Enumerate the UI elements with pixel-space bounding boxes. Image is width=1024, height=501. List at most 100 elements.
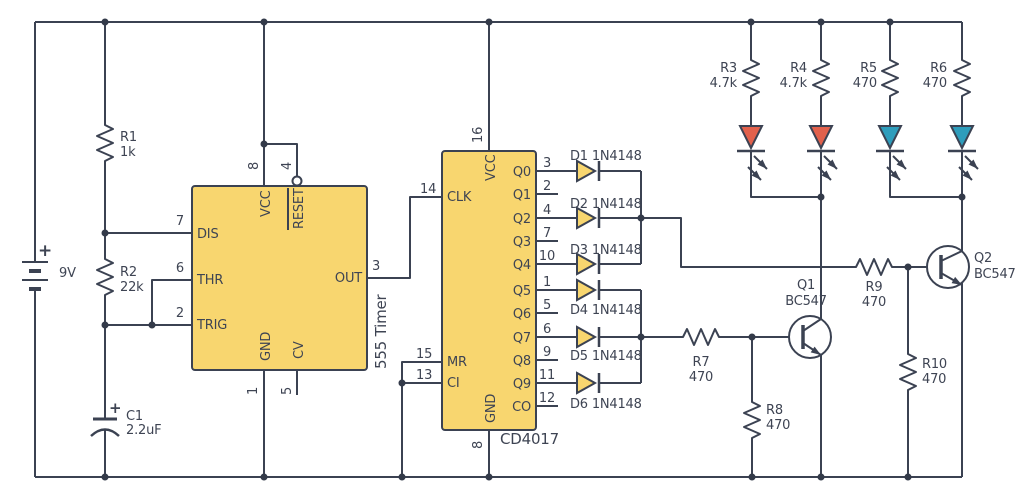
diode-d4-label: D4 1N4148 <box>570 303 642 318</box>
resistor-r2-name: R2 <box>120 265 137 280</box>
ic-555-body <box>191 185 368 371</box>
pin-5-number: 5 <box>280 387 295 395</box>
resistor-r7 <box>680 328 722 346</box>
pin-4-number: 4 <box>280 162 295 170</box>
resistor-r6-name: R6 <box>930 61 947 76</box>
pin-q4-label: Q4 <box>513 258 531 273</box>
pin-co-label: CO <box>512 400 531 415</box>
pin-q1-label: Q1 <box>513 188 531 203</box>
pin-q5-number: 1 <box>543 275 551 290</box>
pin-7-number: 7 <box>176 214 184 229</box>
pin-q1-number: 2 <box>543 179 551 194</box>
wires <box>34 21 963 478</box>
resistor-r6 <box>953 57 971 99</box>
pin-13-number: 13 <box>416 368 432 383</box>
pin-q7-label: Q7 <box>513 331 531 346</box>
pin-14-number: 14 <box>420 182 436 197</box>
transistor-q2-emitter-arrow-icon <box>951 276 962 285</box>
pin-q0-label: Q0 <box>513 165 531 180</box>
pin-6-number: 6 <box>176 261 184 276</box>
pin-q6-label: Q6 <box>513 307 531 322</box>
resistor-r1-value: 1k <box>120 145 136 160</box>
ic-cd4017-body <box>441 150 537 431</box>
resistor-r4 <box>812 57 830 99</box>
led-red-1 <box>737 125 768 181</box>
diode-d4-icon <box>576 278 598 302</box>
led-red-2 <box>807 125 838 181</box>
battery-9v: + 9V <box>22 241 76 291</box>
pin-gnd-label: GND <box>259 332 274 361</box>
transistor-q2-value: BC547 <box>974 267 1016 282</box>
resistor-r5 <box>881 57 899 99</box>
resistor-r4-value: 4.7k <box>780 76 808 91</box>
capacitor-name: C1 <box>126 409 143 424</box>
battery-value: 9V <box>59 266 76 281</box>
pin-1-number: 1 <box>246 387 261 395</box>
transistor-q2-icon <box>926 245 970 289</box>
diode-d6-icon <box>576 371 598 395</box>
pin-out-label: OUT <box>335 271 362 286</box>
pin-gnd-label: GND <box>484 394 499 423</box>
ic-555-label: 555 Timer <box>372 293 390 369</box>
transistor-q1-name: Q1 <box>797 278 815 293</box>
arrowhead <box>968 159 978 169</box>
transistor-q1-value: BC547 <box>785 294 827 309</box>
resistor-r8-name: R8 <box>766 403 783 418</box>
resistor-r2 <box>96 256 114 298</box>
transistor-q2-name: Q2 <box>974 251 992 266</box>
transistor-q1: Q1 BC547 <box>785 278 832 359</box>
arrowhead <box>890 170 900 180</box>
resistor-r1-name: R1 <box>120 130 137 145</box>
transistor-q1-icon <box>788 315 832 359</box>
capacitor-plus-sign: + <box>109 399 121 417</box>
capacitor-value: 2.2uF <box>126 423 161 438</box>
led-blue-2 <box>948 125 979 181</box>
diode-d3-label: D3 1N4148 <box>570 243 642 258</box>
resistor-r10 <box>899 351 917 393</box>
pin-trig-label: TRIG <box>196 318 227 333</box>
pin-q2-number: 4 <box>543 203 551 218</box>
diode-d5-icon <box>576 325 598 349</box>
diode-d2-icon <box>576 206 598 230</box>
pin-16-number: 16 <box>471 127 486 143</box>
resistor-r5-name: R5 <box>860 61 877 76</box>
arrowhead <box>827 159 837 169</box>
led-red-1-icon <box>738 125 764 151</box>
resistor-r3-value: 4.7k <box>710 76 738 91</box>
pin-co-number: 12 <box>539 391 555 406</box>
capacitor-plate-curved <box>90 428 120 437</box>
pin-clk-label: CLK <box>447 190 472 205</box>
resistor-r1 <box>96 122 114 164</box>
pin-q6-number: 5 <box>543 298 551 313</box>
pin-mr-label: MR <box>447 355 467 370</box>
resistor-r3-name: R3 <box>720 61 737 76</box>
counter-output-stubs-open <box>536 193 558 407</box>
junction-dots <box>101 18 966 481</box>
ic-cd4017: 16 VCC 14 CLK 15 MR 13 CI 8 GND 3 Q0 2 Q… <box>416 127 559 449</box>
resistor-r10-name: R10 <box>922 357 947 372</box>
arrowhead <box>896 159 906 169</box>
pin-q9-number: 11 <box>539 368 555 383</box>
leds <box>737 125 979 181</box>
diode-d2-label: D2 1N4148 <box>570 197 642 212</box>
resistor-r4-name: R4 <box>790 61 807 76</box>
pin-dis-label: DIS <box>197 227 219 242</box>
resistor-r7-value: 470 <box>689 370 713 385</box>
resistor-r3 <box>742 57 760 99</box>
pin-vcc-label: VCC <box>259 190 274 217</box>
pin-8-number: 8 <box>471 441 486 449</box>
pin-2-number: 2 <box>176 306 184 321</box>
resistor-r8-value: 470 <box>766 418 790 433</box>
diode-d5-label: D5 1N4148 <box>570 349 642 364</box>
diode-d3-icon <box>576 252 598 276</box>
arrowhead <box>821 170 831 180</box>
pin-q5-label: Q5 <box>513 284 531 299</box>
pin-q2-label: Q2 <box>513 212 531 227</box>
resistors: R1 1k R2 22k R3 4.7k R4 4.7k R5 470 R6 4… <box>96 57 971 441</box>
timer-wires <box>263 22 442 477</box>
arrowhead <box>757 159 767 169</box>
pin-cv-label: CV <box>292 341 307 359</box>
pin-q3-number: 7 <box>543 226 551 241</box>
diode-d6-label: D6 1N4148 <box>570 397 642 412</box>
